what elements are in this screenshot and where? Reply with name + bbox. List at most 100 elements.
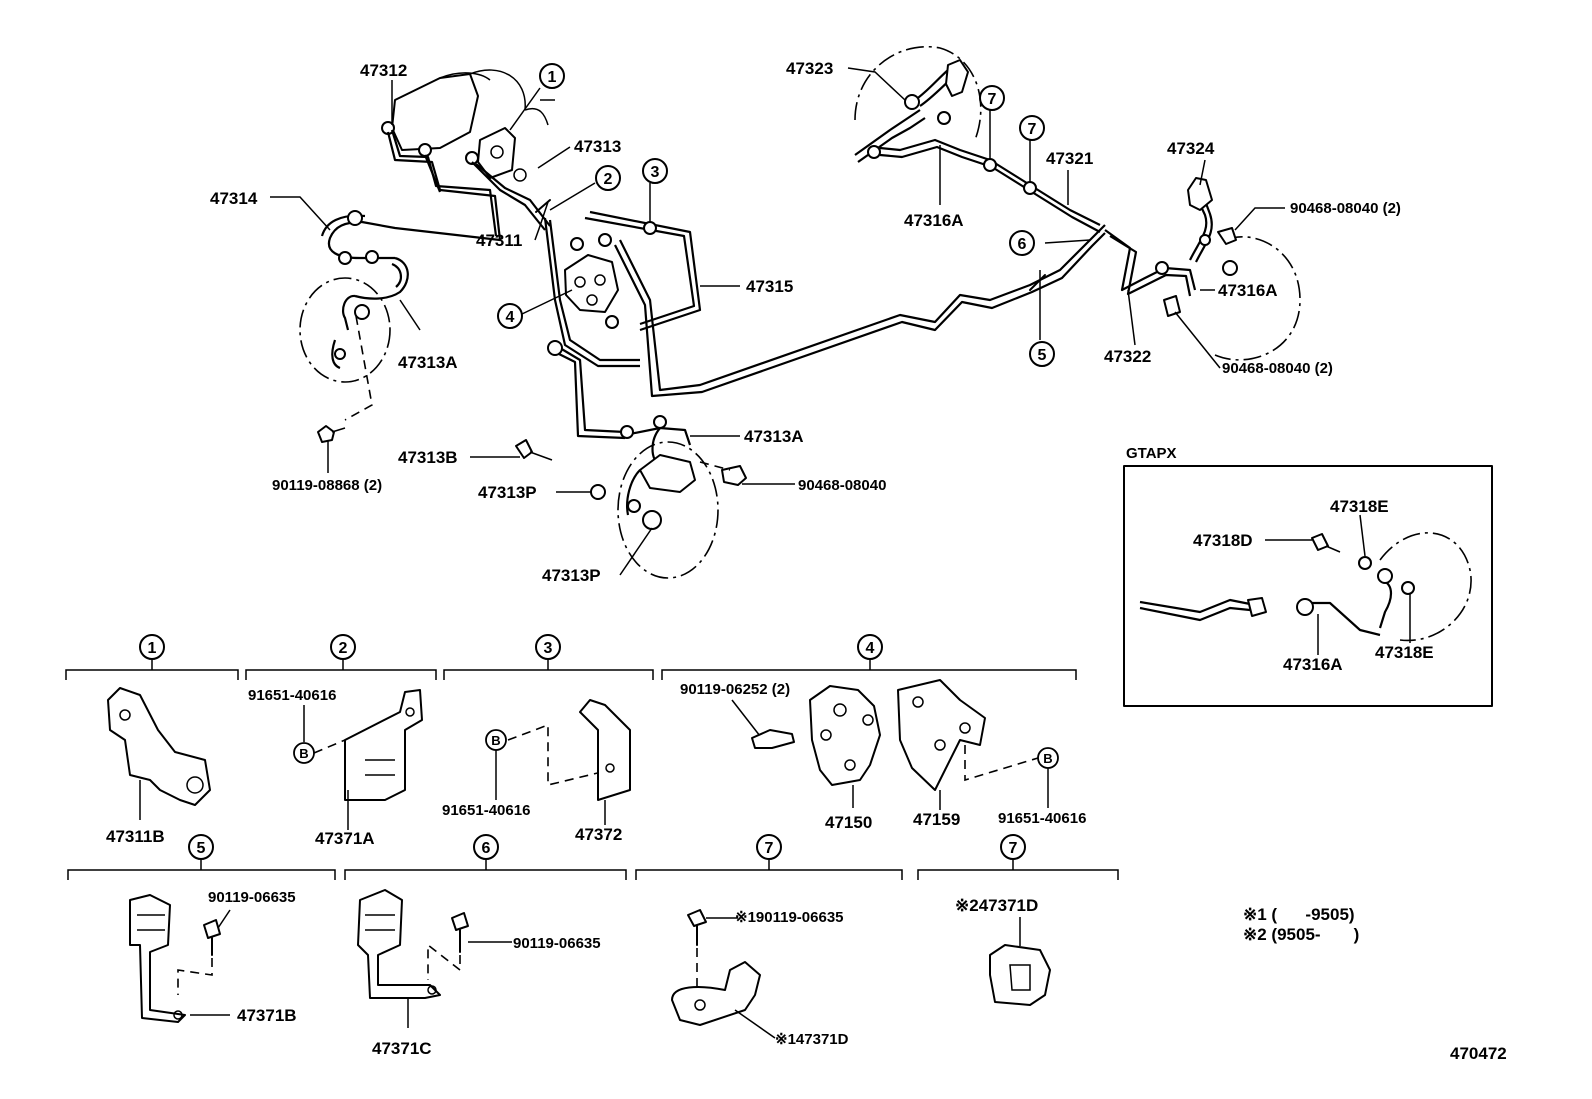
detail-7a-ref: 7 — [756, 834, 782, 860]
label-47371A: 47371A — [315, 829, 375, 848]
svg-text:3: 3 — [651, 164, 660, 181]
proportioning-valve — [547, 233, 619, 356]
detail-1-ref: 1 — [139, 634, 165, 660]
ref-circle-6: 6 — [1009, 230, 1035, 256]
gtapx-inset: GTAPX 47318E 47318D 47316A 47318E — [1123, 445, 1493, 707]
detail-1: 1 47311B — [106, 634, 211, 846]
rear-right-wheel — [1104, 177, 1301, 361]
detail-6: 6 90119-06635 47371C — [357, 834, 601, 1058]
gtapx-title: GTAPX — [1126, 445, 1177, 462]
svg-text:5: 5 — [197, 840, 206, 857]
svg-text:7: 7 — [1009, 840, 1018, 857]
label-47313: 47313 — [574, 137, 621, 156]
detail-7b-ref: 7 — [1000, 834, 1026, 860]
detail-3-ref: 3 — [535, 634, 561, 660]
b-mark-d4: B — [1037, 747, 1059, 769]
label-47318D: 47318D — [1193, 531, 1253, 550]
detail-row-2-brackets — [67, 860, 1119, 880]
detail-5-ref: 5 — [188, 834, 214, 860]
label-90119-06635-d5: 90119-06635 — [208, 889, 296, 906]
label-47313A-center: 47313A — [744, 427, 804, 446]
detail-2: 2 91651-40616 B 47371A — [248, 634, 423, 848]
label-47159: 47159 — [913, 810, 960, 829]
label-47311: 47311 — [476, 231, 522, 250]
ref-circle-5: 5 — [1029, 341, 1055, 367]
main-ref-circles: 1 2 3 4 7 7 6 5 — [497, 63, 1055, 367]
b-mark-d3: B — [485, 729, 507, 751]
label-47313P-2: 47313P — [542, 566, 601, 585]
loose-fasteners-front — [317, 425, 606, 500]
label-47313P-1: 47313P — [478, 483, 537, 502]
detail-6-ref: 6 — [473, 834, 499, 860]
rear-left-wheel — [854, 46, 1101, 233]
svg-text:4: 4 — [866, 640, 875, 657]
svg-text:2: 2 — [604, 171, 613, 188]
svg-text:B: B — [491, 733, 500, 748]
label-47322: 47322 — [1104, 347, 1151, 366]
ref-circle-4: 4 — [497, 303, 523, 329]
label-91651-40616-d3: 91651-40616 — [442, 802, 530, 819]
svg-text:6: 6 — [1018, 236, 1027, 253]
diagram-number: 470472 — [1450, 1044, 1507, 1063]
label-47372: 47372 — [575, 825, 622, 844]
b-mark-d2: B — [293, 742, 315, 764]
ref-circle-2: 2 — [595, 165, 621, 191]
main-part-labels: 47312 47313 47314 47311 47315 47313A 473… — [210, 59, 1401, 585]
detail-3: 3 B 91651-40616 47372 — [442, 634, 631, 844]
label-47316A-right: 47316A — [1218, 281, 1278, 300]
label-47371B: 47371B — [237, 1006, 297, 1025]
label-90468-08040-center: 90468-08040 — [798, 477, 886, 494]
ref-circle-3: 3 — [642, 158, 668, 184]
ref-circle-1: 1 — [539, 63, 565, 89]
label-90468-08040-r2: 90468-08040 (2) — [1222, 360, 1333, 377]
label-90468-08040-r1: 90468-08040 (2) — [1290, 200, 1401, 217]
svg-text:3: 3 — [544, 640, 553, 657]
svg-text:7: 7 — [1028, 121, 1037, 138]
detail-7a: 7 ※190119-06635 ※147371D — [671, 834, 849, 1048]
detail-4-ref: 4 — [857, 634, 883, 660]
label-47371D-d7b: ※247371D — [955, 896, 1038, 915]
label-90119-08868: 90119-08868 (2) — [272, 477, 382, 494]
detail-2-ref: 2 — [330, 634, 356, 660]
label-90119-06635-d7a: ※190119-06635 — [735, 909, 844, 926]
ref-circle-7a: 7 — [979, 85, 1005, 111]
label-47315: 47315 — [746, 277, 793, 296]
svg-text:5: 5 — [1038, 347, 1047, 364]
note-1: ※1 ( -9505) — [1243, 905, 1355, 924]
notes: ※1 ( -9505) ※2 (9505- ) — [1243, 905, 1359, 944]
label-90119-06635-d6: 90119-06635 — [513, 935, 601, 952]
label-47371D-d7a: ※147371D — [775, 1031, 849, 1048]
ref-circle-7b: 7 — [1019, 115, 1045, 141]
label-47316A-top: 47316A — [904, 211, 964, 230]
label-47311B: 47311B — [106, 827, 165, 846]
front-pipes — [320, 129, 1106, 440]
label-47318E-top: 47318E — [1330, 497, 1389, 516]
label-47318E-bottom: 47318E — [1375, 643, 1434, 662]
label-91651-40616-d2: 91651-40616 — [248, 687, 336, 704]
label-91651-40616-d4: 91651-40616 — [998, 810, 1086, 827]
label-47324: 47324 — [1167, 139, 1215, 158]
svg-text:1: 1 — [548, 69, 557, 86]
label-90119-06252: 90119-06252 (2) — [680, 681, 790, 698]
svg-text:B: B — [299, 746, 308, 761]
front-right-wheel — [617, 415, 747, 579]
label-47312: 47312 — [360, 61, 407, 80]
svg-text:6: 6 — [482, 840, 491, 857]
master-cylinder-group — [381, 69, 555, 182]
svg-text:2: 2 — [339, 640, 348, 657]
label-47314: 47314 — [210, 189, 258, 208]
label-47313B: 47313B — [398, 448, 458, 467]
main-leader-lines — [270, 67, 1285, 576]
svg-text:B: B — [1043, 751, 1052, 766]
label-47321: 47321 — [1046, 149, 1093, 168]
svg-text:4: 4 — [506, 309, 515, 326]
label-47371C: 47371C — [372, 1039, 432, 1058]
front-left-wheel — [299, 210, 391, 421]
label-47316A-gtapx: 47316A — [1283, 655, 1343, 674]
label-47150: 47150 — [825, 813, 872, 832]
note-2: ※2 (9505- ) — [1243, 925, 1359, 944]
svg-text:1: 1 — [148, 640, 157, 657]
detail-4: 4 90119-06252 (2) 47150 47159 B 91651-40… — [680, 634, 1086, 832]
label-47313A-left: 47313A — [398, 353, 458, 372]
